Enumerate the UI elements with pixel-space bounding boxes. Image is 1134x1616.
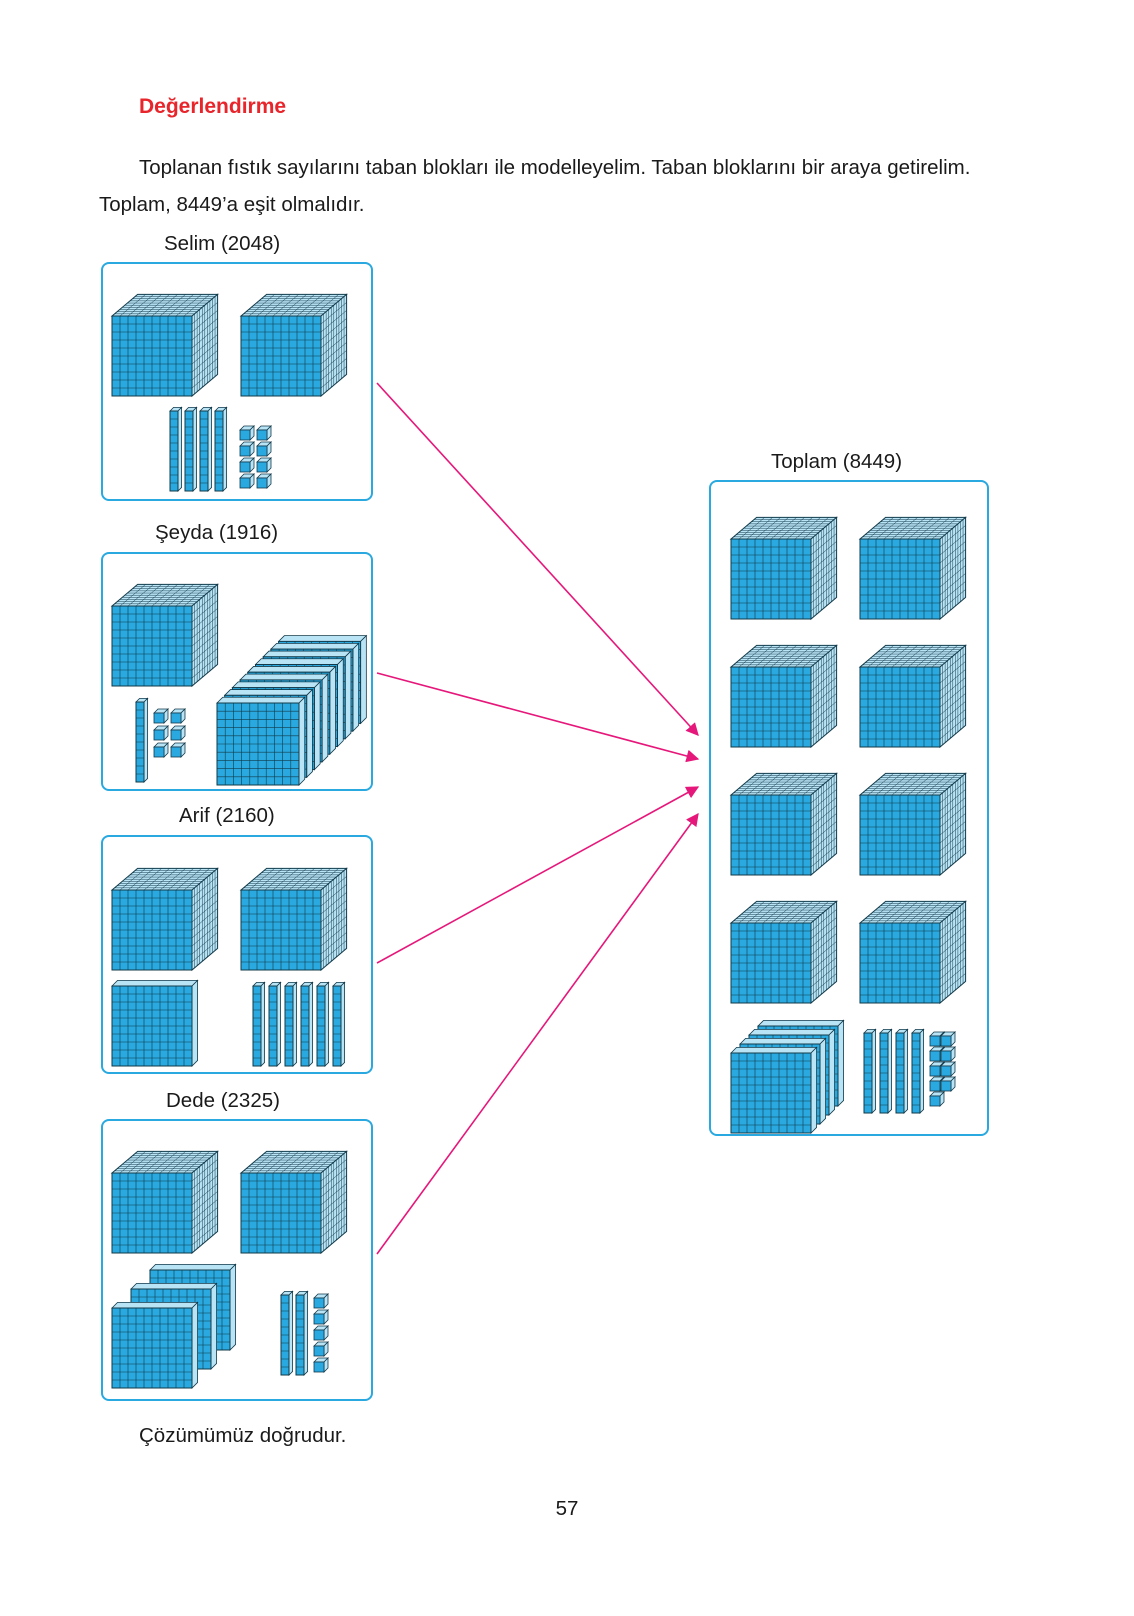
ten-rod	[135, 697, 149, 783]
ten-rod	[911, 1028, 925, 1114]
ten-rod	[169, 406, 183, 492]
one-cube	[313, 1325, 329, 1341]
one-cube	[170, 708, 186, 724]
hundred-flat	[111, 1301, 199, 1389]
one-cube	[256, 473, 272, 489]
one-cube	[313, 1341, 329, 1357]
thousand-cube	[729, 644, 838, 749]
thousand-cube	[110, 867, 219, 972]
blocks-dede	[110, 1150, 348, 1389]
blocks-seyda	[110, 583, 368, 786]
panel-label-arif: Arif (2160)	[179, 804, 275, 827]
ten-rod	[252, 981, 266, 1067]
thousand-cube	[858, 900, 967, 1005]
ten-rod	[280, 1290, 294, 1376]
intro-paragraph: Toplanan fıstık sayılarını taban bloklar…	[99, 156, 971, 216]
thousand-cube	[110, 583, 219, 688]
arrow-selim-to-total	[376, 382, 699, 736]
one-cube	[170, 725, 186, 741]
ten-rod	[284, 981, 298, 1067]
thousand-cube	[110, 293, 219, 398]
page-number: 57	[555, 1497, 579, 1520]
one-cube	[239, 473, 255, 489]
panel-label-seyda: Şeyda (1916)	[155, 521, 279, 544]
one-cube	[239, 441, 255, 457]
thousand-cube	[858, 516, 967, 621]
one-cube	[940, 1061, 956, 1077]
ten-rod	[300, 981, 314, 1067]
thousand-cube	[110, 1150, 219, 1255]
blocks-arif	[110, 867, 348, 1067]
one-cube	[940, 1031, 956, 1047]
one-cube	[940, 1076, 956, 1092]
panel-label-selim: Selim (2048)	[164, 232, 281, 255]
one-cube	[239, 457, 255, 473]
one-cube	[256, 441, 272, 457]
thousand-cube	[729, 900, 838, 1005]
section-heading: Değerlendirme	[139, 95, 287, 118]
one-cube	[256, 425, 272, 441]
arrow-seyda-to-total	[376, 672, 700, 763]
one-cube	[313, 1293, 329, 1309]
hundred-flat	[111, 979, 199, 1067]
ten-rod	[863, 1028, 877, 1114]
one-cube	[153, 708, 169, 724]
ten-rod	[879, 1028, 893, 1114]
arrow-dede-to-total	[376, 812, 699, 1255]
panel-label-total: Toplam (8449)	[771, 450, 903, 473]
one-cube	[153, 742, 169, 758]
thousand-cube	[729, 772, 838, 877]
thousand-cube	[239, 867, 348, 972]
ten-rod	[268, 981, 282, 1067]
one-cube	[239, 425, 255, 441]
blocks-total	[729, 516, 967, 1134]
ten-rod	[295, 1290, 309, 1376]
ten-rod	[332, 981, 346, 1067]
arrow-arif-to-total	[376, 786, 700, 964]
ten-rod	[184, 406, 198, 492]
blocks-selim	[110, 293, 348, 492]
one-cube	[940, 1046, 956, 1062]
one-cube	[170, 742, 186, 758]
one-cube	[313, 1309, 329, 1325]
thousand-cube	[729, 516, 838, 621]
conclusion-text: Çözümümüz doğrudur.	[139, 1424, 347, 1447]
one-cube	[313, 1357, 329, 1373]
hundred-flat	[216, 696, 306, 786]
ten-rod	[199, 406, 213, 492]
ten-rod	[316, 981, 330, 1067]
ten-rod	[895, 1028, 909, 1114]
one-cube	[929, 1091, 945, 1107]
one-cube	[256, 457, 272, 473]
thousand-cube	[858, 644, 967, 749]
panel-label-dede: Dede (2325)	[166, 1089, 280, 1112]
hundred-flat	[730, 1046, 818, 1134]
ten-rod	[214, 406, 228, 492]
thousand-cube	[239, 293, 348, 398]
thousand-cube	[858, 772, 967, 877]
thousand-cube	[239, 1150, 348, 1255]
one-cube	[153, 725, 169, 741]
